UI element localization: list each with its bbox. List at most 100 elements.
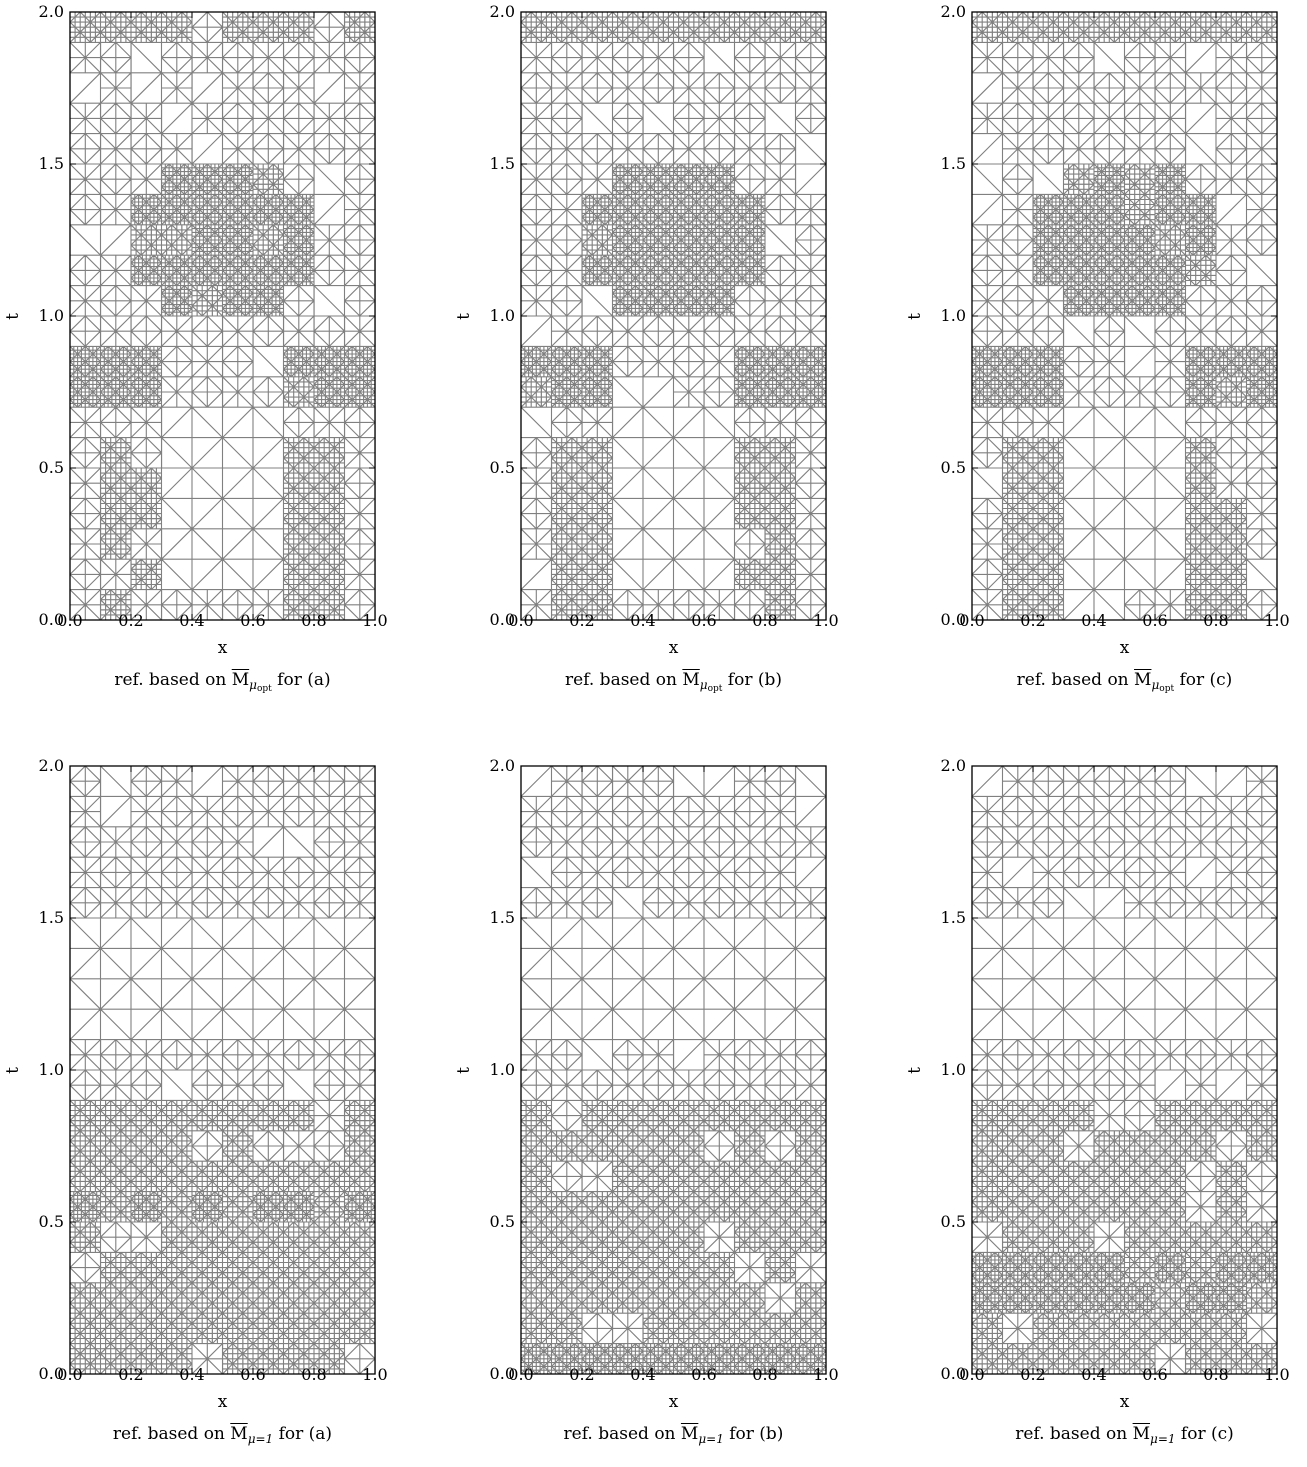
x-axis-label: x [668,1392,679,1412]
y-tick-label: 1.5 [38,908,64,927]
caption-subscript-mu: μ [1151,678,1160,692]
x-tick-label: 0.6 [1142,611,1168,630]
y-tick-label: 0.0 [38,610,64,629]
y-tick-label: 0.0 [489,610,515,629]
caption-subscript: μopt [700,678,723,694]
mesh-lines [520,765,827,1375]
mesh-path [69,765,376,1375]
x-tick-label: 0.6 [691,611,717,630]
x-tick-label: 0.2 [569,1365,595,1384]
mesh-lines [971,11,1278,621]
x-tick-label: 0.6 [240,1365,266,1384]
y-tick-label: 2.0 [489,756,515,775]
panel-caption: ref. based on Mμopt for (a) [114,672,330,694]
x-axis-label: x [668,638,679,658]
x-axis-label: x [1119,638,1130,658]
y-tick-label: 1.5 [940,908,966,927]
mesh-lines [69,11,376,621]
x-tick-label: 0.2 [118,611,144,630]
x-tick-label: 0.4 [630,611,656,630]
caption-suffix: for (b) [723,1424,784,1444]
caption-subscript: μopt [1151,678,1175,694]
caption-subsubscript: opt [1159,684,1175,694]
mesh-plot [69,765,376,1375]
x-tick-label: 0.4 [179,611,205,630]
x-tick-label: 0.0 [959,611,985,630]
caption-subscript: μopt [249,678,272,694]
caption-subscript-mu: μ [249,678,257,692]
caption-prefix: ref. based on [112,1424,231,1444]
y-tick-label: 1.5 [489,154,515,173]
caption-matrix-symbol: M [1134,670,1152,690]
caption-subsubscript: opt [256,684,272,694]
x-tick-label: 0.8 [301,611,327,630]
caption-matrix-symbol: M [682,670,700,690]
y-tick-label: 0.0 [940,1364,966,1383]
mesh-plot [971,11,1278,621]
caption-matrix-symbol: M [231,670,250,690]
x-tick-label: 1.0 [1264,611,1290,630]
y-tick-label: 0.5 [489,458,515,477]
y-tick-label: 0.5 [940,1212,966,1231]
panel-caption: ref. based on Mμ=1 for (c) [1015,1426,1234,1448]
caption-matrix-symbol: M [1132,1424,1151,1444]
y-tick-label: 0.0 [940,610,966,629]
caption-subscript: μ=1 [698,1432,724,1446]
x-tick-label: 0.0 [57,611,83,630]
caption-suffix: for (a) [273,1424,333,1444]
y-axis-label: t [904,313,925,320]
caption-prefix: ref. based on [563,1424,681,1444]
panel-caption: ref. based on Mμ=1 for (a) [113,1426,332,1448]
mesh-plot [69,11,376,621]
x-tick-label: 1.0 [362,1365,388,1384]
caption-suffix: for (a) [271,670,331,690]
x-tick-label: 0.4 [630,1365,656,1384]
y-tick-label: 1.5 [940,154,966,173]
mesh-path [520,11,827,621]
x-tick-label: 0.0 [508,1365,534,1384]
x-tick-label: 0.8 [1203,611,1229,630]
caption-subscript-mu: μ=1 [698,1432,724,1446]
caption-subsubscript: opt [707,684,723,694]
mesh-lines [971,765,1278,1375]
y-tick-label: 1.5 [489,908,515,927]
mesh-lines [520,11,827,621]
caption-matrix-symbol: M [230,1424,248,1444]
x-tick-label: 0.6 [691,1365,717,1384]
caption-subscript-mu: μ=1 [247,1432,274,1446]
x-tick-label: 0.0 [57,1365,83,1384]
x-tick-label: 0.8 [752,611,778,630]
x-tick-label: 0.6 [240,611,266,630]
caption-subscript: μ=1 [248,1432,274,1446]
mesh-path [971,11,1278,621]
y-axis-label: t [453,1067,474,1074]
y-tick-label: 1.0 [38,306,64,325]
x-tick-label: 0.2 [1020,611,1046,630]
x-tick-label: 0.6 [1142,1365,1168,1384]
x-tick-label: 0.4 [1081,611,1107,630]
x-tick-label: 1.0 [813,611,839,630]
mesh-plot [971,765,1278,1375]
panel-caption: ref. based on Mμopt for (c) [1017,672,1233,694]
x-tick-label: 0.4 [179,1365,205,1384]
x-tick-label: 0.2 [118,1365,144,1384]
x-axis-label: x [217,638,228,658]
y-tick-label: 1.0 [38,1060,64,1079]
x-tick-label: 1.0 [813,1365,839,1384]
mesh-plot [520,765,827,1375]
y-tick-label: 0.5 [940,458,966,477]
caption-subscript-mu: μ=1 [1150,1432,1176,1446]
mesh-path [69,11,376,621]
x-tick-label: 0.0 [508,611,534,630]
y-tick-label: 1.0 [489,1060,515,1079]
y-tick-label: 2.0 [38,2,64,21]
y-tick-label: 0.5 [38,458,64,477]
y-tick-label: 0.5 [489,1212,515,1231]
y-tick-label: 2.0 [489,2,515,21]
y-tick-label: 2.0 [38,756,64,775]
